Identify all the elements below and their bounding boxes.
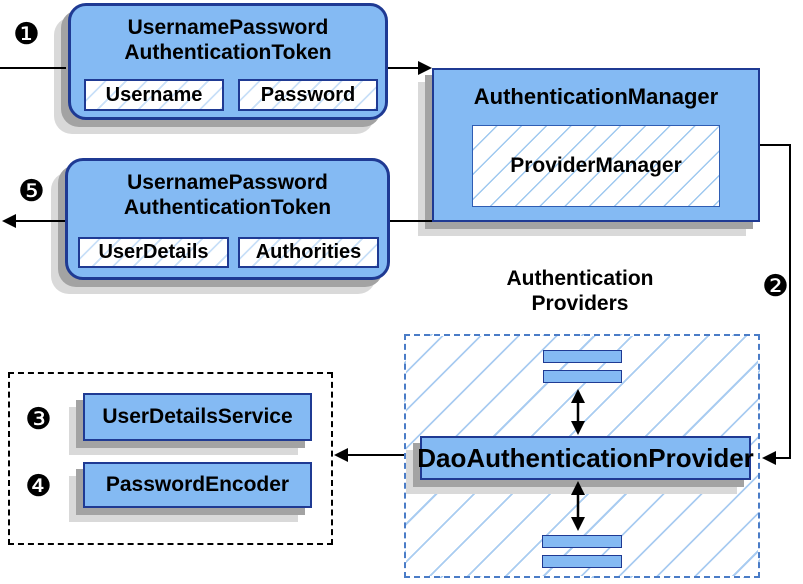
provider-manager-box: ProviderManager <box>472 125 720 207</box>
username-password-token-result-box: UsernamePassword AuthenticationToken Use… <box>65 158 390 280</box>
flow-1-arrowhead-icon <box>418 61 432 75</box>
request-token-title-line2: AuthenticationToken <box>124 41 332 64</box>
password-field-box: Password <box>238 79 378 111</box>
password-encoder-box: PasswordEncoder <box>83 462 312 508</box>
request-token-title: UsernamePassword AuthenticationToken <box>71 6 385 65</box>
provider-bar-top-1 <box>543 350 622 363</box>
result-token-title-line1: UsernamePassword <box>127 171 328 194</box>
providers-heading-line2: Providers <box>531 292 629 315</box>
provider-bar-bottom-2 <box>542 555 622 568</box>
dao-authentication-provider-box: DaoAuthenticationProvider <box>417 436 754 480</box>
step-5-marker: ❺ <box>18 175 45 208</box>
flow-5-arrowhead-icon <box>2 214 16 228</box>
providers-heading-line1: Authentication <box>506 267 654 290</box>
authentication-manager-box: AuthenticationManager ProviderManager <box>432 68 760 222</box>
provider-bar-bottom-1 <box>542 535 622 548</box>
result-token-title-line2: AuthenticationToken <box>123 196 332 219</box>
authentication-providers-heading: Authentication Providers <box>455 266 705 316</box>
provider-bar-top-2 <box>543 370 622 383</box>
flow-2-arrowhead-icon <box>762 451 776 465</box>
dao-authentication-provider-label: DaoAuthenticationProvider <box>417 442 754 473</box>
flow-3-arrowhead-icon <box>334 448 348 462</box>
step-3-marker: ❸ <box>25 403 52 436</box>
user-details-field-box: UserDetails <box>78 237 229 268</box>
services-area <box>8 372 333 545</box>
authentication-manager-title: AuthenticationManager <box>473 84 719 109</box>
user-details-service-box: UserDetailsService <box>83 393 312 441</box>
step-4-marker: ❹ <box>25 470 52 503</box>
username-field-box: Username <box>84 79 224 111</box>
step-1-marker: ❶ <box>13 18 40 51</box>
request-token-title-line1: UsernamePassword <box>127 16 329 39</box>
step-2-marker: ❷ <box>762 270 789 303</box>
username-password-token-request-box: UsernamePassword AuthenticationToken Use… <box>68 3 388 120</box>
result-token-title: UsernamePassword AuthenticationToken <box>68 161 387 220</box>
authorities-field-box: Authorities <box>238 237 379 268</box>
